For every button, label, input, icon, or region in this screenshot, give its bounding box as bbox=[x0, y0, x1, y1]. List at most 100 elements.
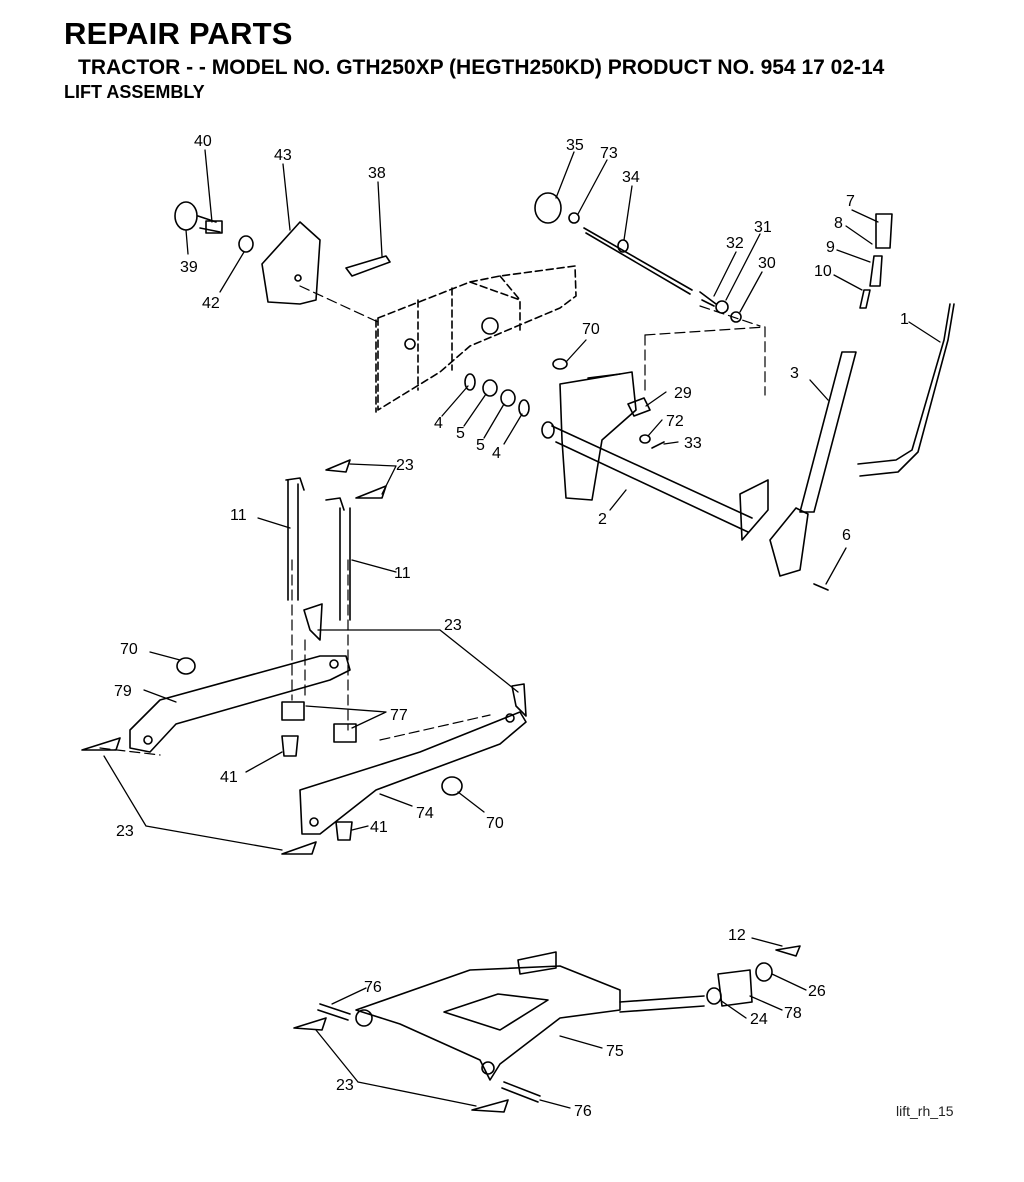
callout-39: 39 bbox=[180, 259, 198, 276]
callout-11-right: 11 bbox=[394, 565, 411, 582]
part-35-knob bbox=[534, 192, 562, 224]
part-70-nut-right bbox=[441, 776, 463, 796]
frame-outline bbox=[375, 265, 577, 413]
callout-3: 3 bbox=[790, 365, 799, 382]
part-34-rod bbox=[583, 227, 693, 295]
figure-id: lift_rh_15 bbox=[896, 1103, 954, 1119]
part-40-bolt-head bbox=[205, 220, 223, 234]
callout-79: 79 bbox=[114, 683, 132, 700]
callout-23-bottom: 23 bbox=[336, 1077, 354, 1094]
part-74-hole-b bbox=[505, 713, 515, 723]
part-11-bolt-left bbox=[285, 477, 305, 601]
part-75-cutout bbox=[443, 993, 549, 1031]
part-5-washer-b bbox=[500, 389, 516, 407]
part-30-nut bbox=[730, 311, 742, 323]
callout-75: 75 bbox=[606, 1043, 624, 1060]
callout-2: 2 bbox=[598, 511, 607, 528]
part-76-pin-top bbox=[317, 1003, 351, 1021]
part-70-nut-top bbox=[552, 358, 568, 370]
callout-77: 77 bbox=[390, 707, 408, 724]
callout-41-right: 41 bbox=[370, 819, 388, 836]
frame-bushing bbox=[481, 317, 499, 335]
part-3-lever bbox=[799, 351, 857, 513]
part-40-bolt bbox=[197, 215, 221, 233]
part-77-trunnion-a bbox=[281, 701, 305, 721]
callout-9: 9 bbox=[826, 239, 835, 256]
part-41-nut-b bbox=[335, 821, 353, 841]
part-4-ring-b bbox=[518, 399, 530, 417]
part-23-clip-g bbox=[293, 1017, 327, 1031]
model-subtitle: TRACTOR - - MODEL NO. GTH250XP (HEGTH250… bbox=[78, 56, 885, 79]
guide-lines bbox=[99, 285, 766, 756]
part-75-bushing bbox=[355, 1009, 373, 1027]
part-26-spacer bbox=[755, 962, 773, 982]
part-39-cap bbox=[174, 201, 198, 231]
callout-6: 6 bbox=[842, 527, 851, 544]
part-43-quadrant bbox=[261, 221, 321, 305]
callout-70-left: 70 bbox=[120, 641, 138, 658]
callout-42: 42 bbox=[202, 295, 220, 312]
part-2-shaft bbox=[551, 425, 753, 533]
part-23-clip-a bbox=[325, 459, 351, 473]
callout-78: 78 bbox=[784, 1005, 802, 1022]
callout-31: 31 bbox=[754, 219, 772, 236]
callout-labels: 40 43 38 39 42 35 73 34 32 31 30 7 8 9 1… bbox=[114, 133, 909, 1120]
part-2-lift-plate bbox=[559, 371, 637, 501]
part-38-clip bbox=[345, 255, 391, 277]
part-33-pin bbox=[651, 441, 665, 449]
part-23-clip-f bbox=[281, 841, 317, 855]
callout-76-bottom: 76 bbox=[574, 1103, 592, 1120]
part-29-swivel bbox=[627, 397, 651, 417]
part-10-spring bbox=[859, 289, 871, 309]
part-74-hole-a bbox=[309, 817, 319, 827]
callout-23-lower: 23 bbox=[116, 823, 134, 840]
part-73-nut bbox=[568, 212, 580, 224]
part-4-ring-a bbox=[464, 373, 476, 391]
part-79-hole-a bbox=[143, 735, 153, 745]
part-32-spring bbox=[699, 291, 717, 307]
callout-34: 34 bbox=[622, 169, 640, 186]
callout-5-right: 5 bbox=[476, 437, 485, 454]
part-42-washer bbox=[238, 235, 254, 253]
callout-23-top: 23 bbox=[396, 457, 414, 474]
part-34-collar bbox=[617, 239, 629, 253]
callout-76-top: 76 bbox=[364, 979, 382, 996]
part-76-pin-bottom bbox=[501, 1081, 541, 1103]
callout-72: 72 bbox=[666, 413, 684, 430]
part-1-rod bbox=[857, 303, 955, 477]
part-3-lever-base bbox=[769, 507, 809, 577]
part-43-hole bbox=[294, 274, 302, 282]
callout-32: 32 bbox=[726, 235, 744, 252]
leader-lines bbox=[103, 149, 941, 1109]
part-9-button bbox=[869, 255, 883, 287]
part-6-pin bbox=[813, 583, 829, 591]
callout-7: 7 bbox=[846, 193, 855, 210]
callout-5-left: 5 bbox=[456, 425, 465, 442]
callout-1: 1 bbox=[900, 311, 909, 328]
part-31-washer bbox=[715, 300, 729, 314]
part-23-clip-h bbox=[471, 1099, 509, 1113]
frame-hole bbox=[404, 338, 416, 350]
callout-11-left: 11 bbox=[230, 507, 247, 524]
part-74-link bbox=[299, 711, 527, 835]
callout-43: 43 bbox=[274, 147, 292, 164]
part-24-nut bbox=[706, 987, 722, 1005]
part-77-trunnion-b bbox=[333, 723, 357, 743]
callout-41-left: 41 bbox=[220, 769, 238, 786]
part-41-nut-a bbox=[281, 735, 299, 757]
part-78-trunnion bbox=[717, 969, 753, 1007]
part-79-link bbox=[129, 655, 351, 753]
callout-38: 38 bbox=[368, 165, 386, 182]
page-title: REPAIR PARTS bbox=[64, 16, 293, 51]
part-79-hole-b bbox=[329, 659, 339, 669]
part-23-clip-e bbox=[81, 737, 121, 751]
callout-30: 30 bbox=[758, 255, 776, 272]
callout-40: 40 bbox=[194, 133, 212, 150]
part-5-washer-a bbox=[482, 379, 498, 397]
part-72-washer bbox=[639, 434, 651, 444]
callout-70-top: 70 bbox=[582, 321, 600, 338]
callout-29: 29 bbox=[674, 385, 692, 402]
callout-73: 73 bbox=[600, 145, 618, 162]
part-23-clip-d bbox=[511, 683, 527, 717]
